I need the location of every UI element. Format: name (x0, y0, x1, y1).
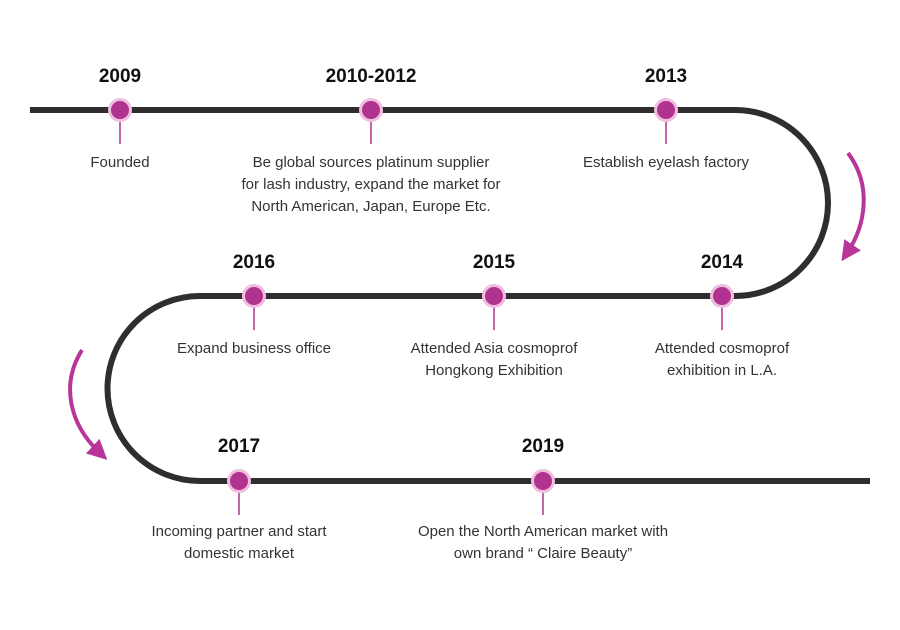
milestone-year: 2019 (521, 436, 565, 457)
milestone-description-line: North American, Japan, Europe Etc. (251, 198, 491, 215)
milestone-marker (713, 287, 731, 305)
milestone-year: 2014 (700, 252, 744, 273)
milestone-description-line: Expand business office (177, 340, 331, 357)
milestone-year: 2013 (644, 66, 688, 87)
milestone-description-line: Attended Asia cosmoprof (410, 340, 578, 357)
milestone-year: 2015 (472, 252, 516, 273)
timeline-track (30, 107, 870, 484)
milestone-marker (362, 101, 380, 119)
milestone-description: Founded (90, 152, 149, 174)
milestone-year: 2016 (232, 252, 276, 273)
milestone-marker (111, 101, 129, 119)
milestone-description: Open the North American market with own b… (418, 521, 668, 565)
milestone-description-line: own brand “ Claire Beauty” (453, 545, 633, 562)
milestone-description: Establish eyelash factory (583, 152, 749, 174)
milestone-markers (108, 98, 734, 515)
milestone-description-line: Hongkong Exhibition (425, 362, 563, 379)
curved-arrow-left (68, 348, 108, 460)
milestone-marker (534, 472, 552, 490)
milestone-description-line: Founded (90, 154, 150, 171)
milestone-description-line: Establish eyelash factory (583, 154, 749, 171)
milestone-description-line: exhibition in L.A. (666, 362, 778, 379)
curved-arrow-right (841, 151, 866, 262)
milestone-description-line: Be global sources platinum supplier (252, 154, 490, 171)
milestone-year: 2010-2012 (325, 66, 417, 87)
milestone-description-line: for lash industry, expand the market for (241, 176, 501, 193)
milestone-description: Be global sources platinum supplier for l… (241, 152, 500, 218)
milestone-year: 2017 (217, 436, 261, 457)
milestone-description-line: Attended cosmoprof (654, 340, 790, 357)
milestone-description: Attended cosmoprof exhibition in L.A. (655, 338, 789, 382)
milestone-description-line: Open the North American market with (417, 523, 669, 540)
milestone-description-line: domestic market (183, 545, 295, 562)
milestone-description: Expand business office (177, 338, 331, 360)
milestone-marker (657, 101, 675, 119)
milestone-marker (245, 287, 263, 305)
milestone-description: Incoming partner and start domestic marke… (151, 521, 326, 565)
milestone-marker (230, 472, 248, 490)
milestone-marker (485, 287, 503, 305)
milestone-year: 2009 (98, 66, 142, 87)
milestone-description-line: Incoming partner and start (151, 523, 327, 540)
